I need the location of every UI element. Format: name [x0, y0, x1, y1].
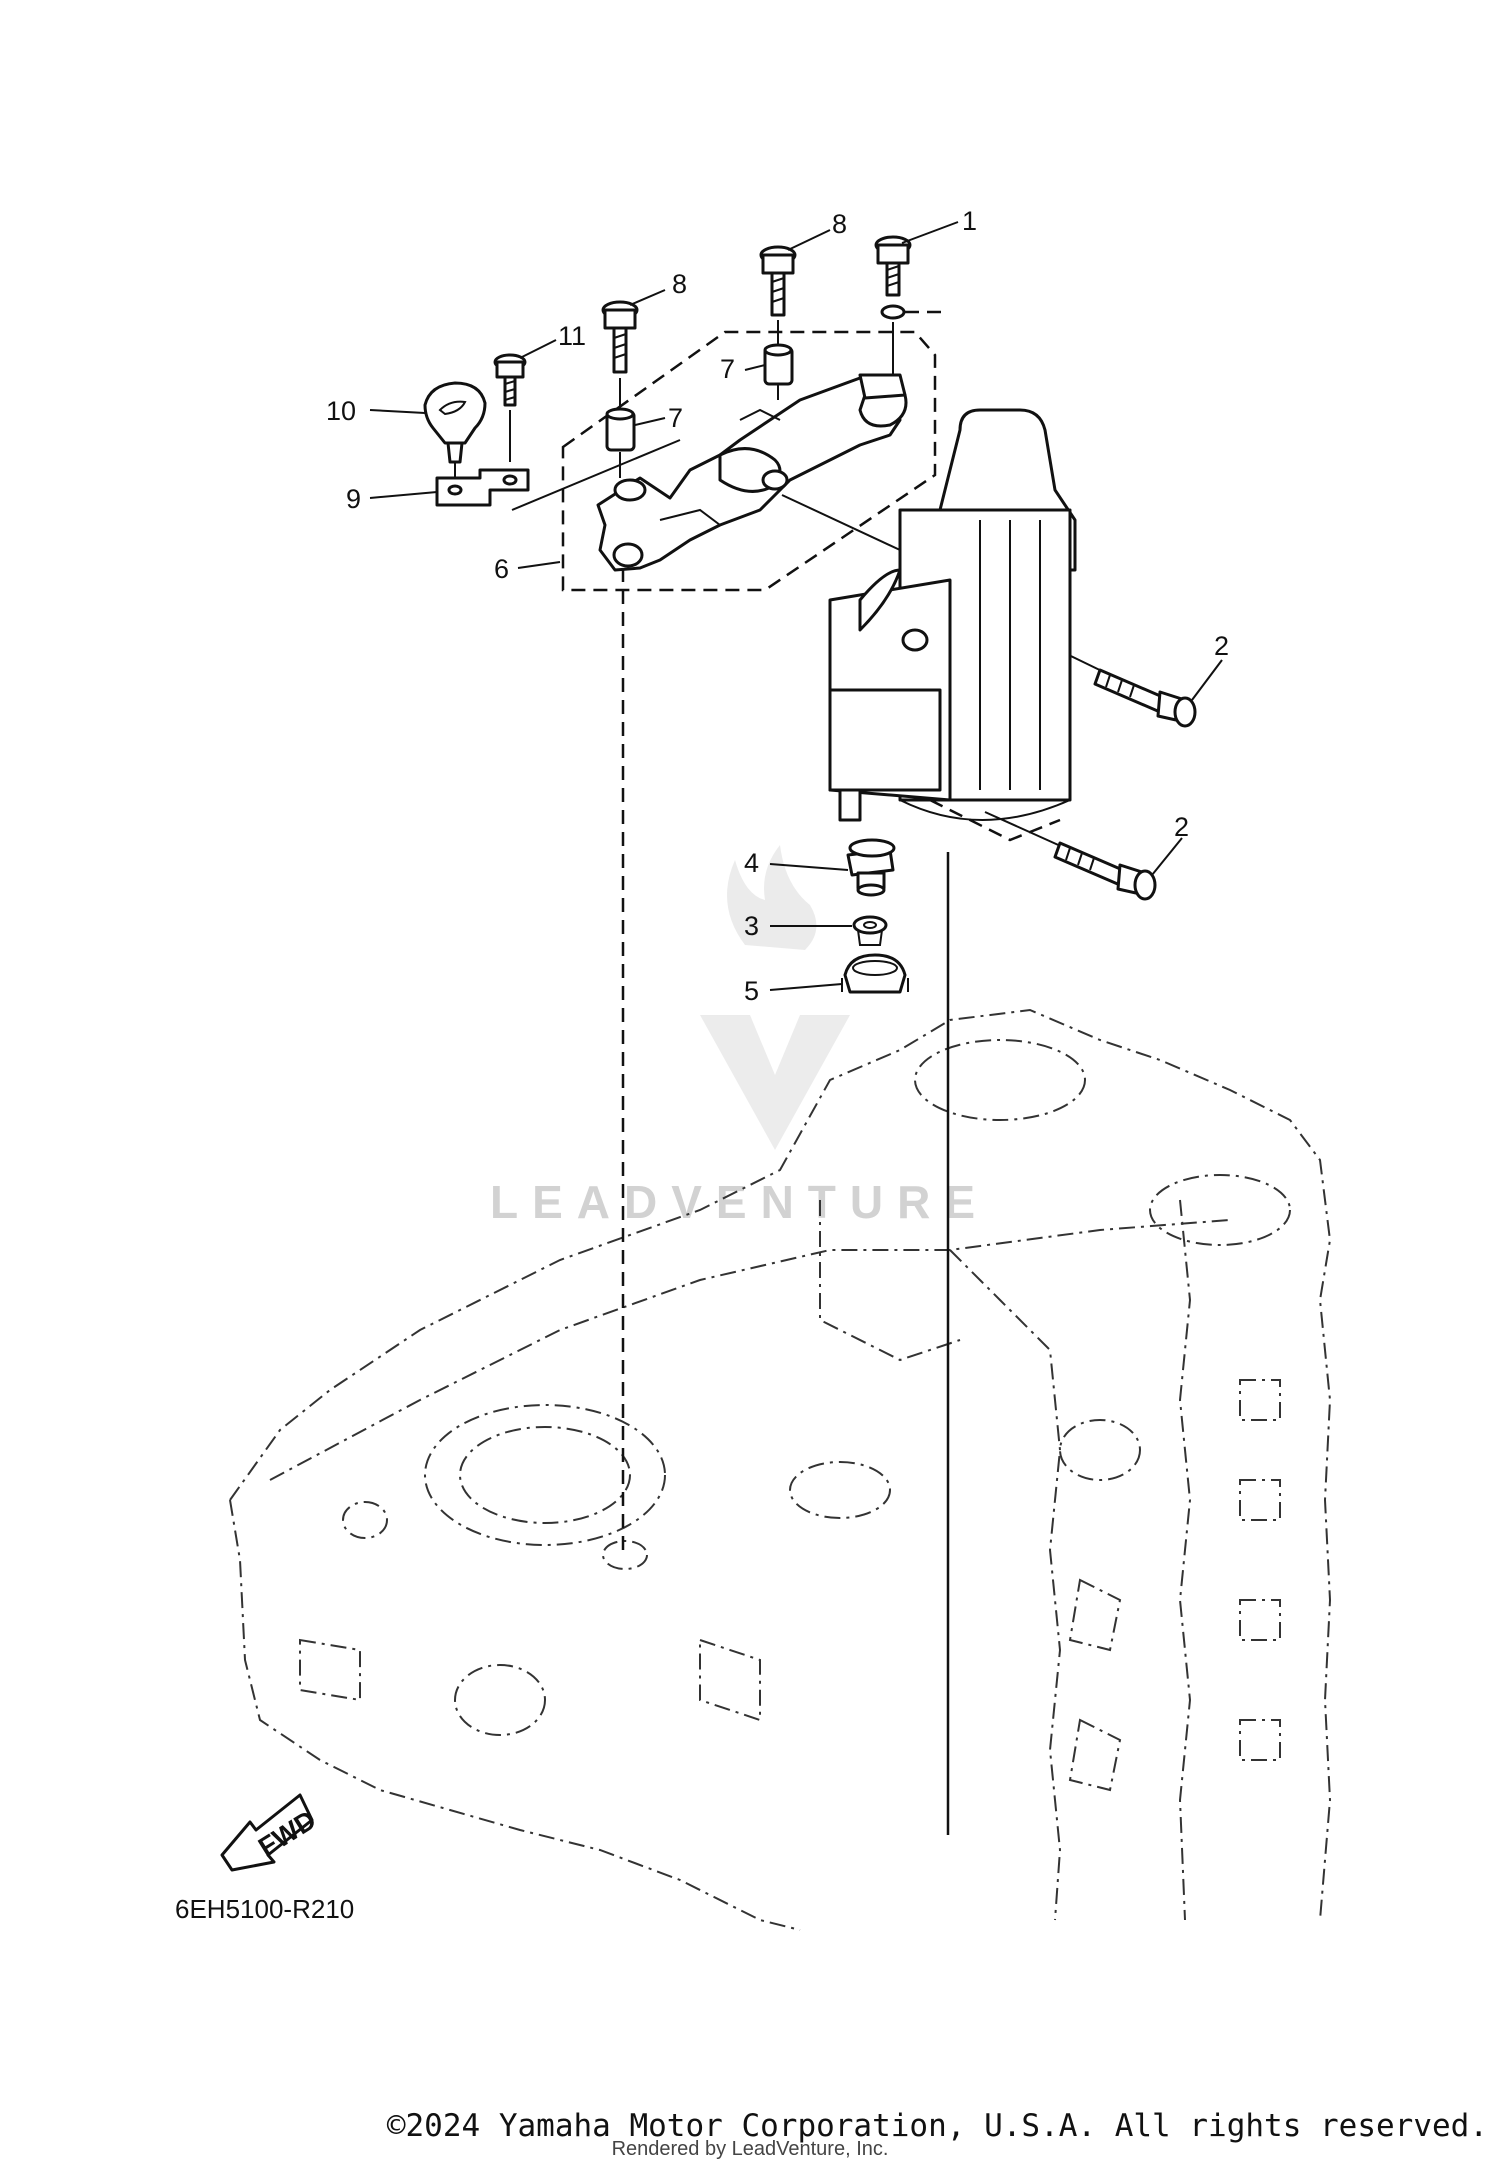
leader-5: [769, 983, 843, 991]
leader-6: [517, 561, 561, 569]
leader-1: [901, 221, 959, 244]
leader-2-upper: [1191, 659, 1223, 701]
bracket-assembly-box: [561, 330, 937, 592]
part-3-washer: [852, 915, 888, 946]
copyright-notice: ©2024 Yamaha Motor Corporation, U.S.A. A…: [386, 2108, 1488, 2144]
callout-10[interactable]: 10: [326, 396, 356, 426]
callout-5[interactable]: 5: [744, 976, 759, 1006]
part-8-bolt-right: [759, 245, 797, 317]
starter-motor: [828, 408, 1077, 842]
part-4-terminal-nut: [846, 838, 896, 897]
callout-1[interactable]: 1: [962, 206, 977, 236]
leader-7-right: [744, 364, 766, 371]
part-7-collar-left: [605, 407, 636, 452]
leader-11: [519, 339, 557, 359]
engine-block-outline: [229, 1008, 1332, 1931]
part-10-sensor: [423, 381, 487, 482]
part-7-collar-right: [763, 343, 794, 386]
watermark-text: LEADVENTURE: [490, 1176, 989, 1228]
callout-4[interactable]: 4: [744, 848, 759, 878]
part-8-bolt-left: [601, 300, 639, 374]
part-1-washer-terminal: [880, 304, 945, 320]
callout-7-left[interactable]: 7: [668, 403, 683, 433]
part-5-cover: [841, 953, 909, 994]
leader-10: [369, 409, 426, 414]
part-2-bolt-lower: [1053, 841, 1157, 901]
part-11-bolt: [493, 353, 527, 407]
rendered-by-notice: Rendered by LeadVenture, Inc.: [611, 2138, 889, 2160]
callout-3[interactable]: 3: [744, 911, 759, 941]
diagram-code: 6EH5100-R210: [175, 1894, 354, 1924]
leader-9: [369, 491, 438, 499]
leader-7-left: [634, 417, 666, 426]
fwd-arrow-icon: [220, 1793, 314, 1872]
plate-to-bracket-line: [511, 439, 681, 511]
callout-8-left[interactable]: 8: [672, 269, 687, 299]
leader-4: [769, 863, 849, 871]
callout-2-lower[interactable]: 2: [1174, 812, 1189, 842]
callout-7-right[interactable]: 7: [720, 354, 735, 384]
callout-2-upper[interactable]: 2: [1214, 631, 1229, 661]
alignment-line-bolt-2-lower: [984, 811, 1066, 849]
callout-11[interactable]: 11: [558, 321, 586, 351]
callout-6[interactable]: 6: [494, 554, 509, 584]
leader-8-right: [787, 229, 831, 251]
leader-2-lower: [1151, 837, 1183, 876]
alignment-line-starter-tab: [781, 494, 901, 551]
part-9-plate: [435, 468, 530, 507]
callout-8-right[interactable]: 8: [832, 209, 847, 239]
part-1-bolt: [874, 235, 912, 297]
leader-8-left: [629, 289, 666, 306]
callout-9[interactable]: 9: [346, 484, 361, 514]
watermark-logo: [700, 845, 850, 1150]
part-6-bracket: [596, 373, 908, 572]
part-2-bolt-upper: [1093, 668, 1197, 728]
